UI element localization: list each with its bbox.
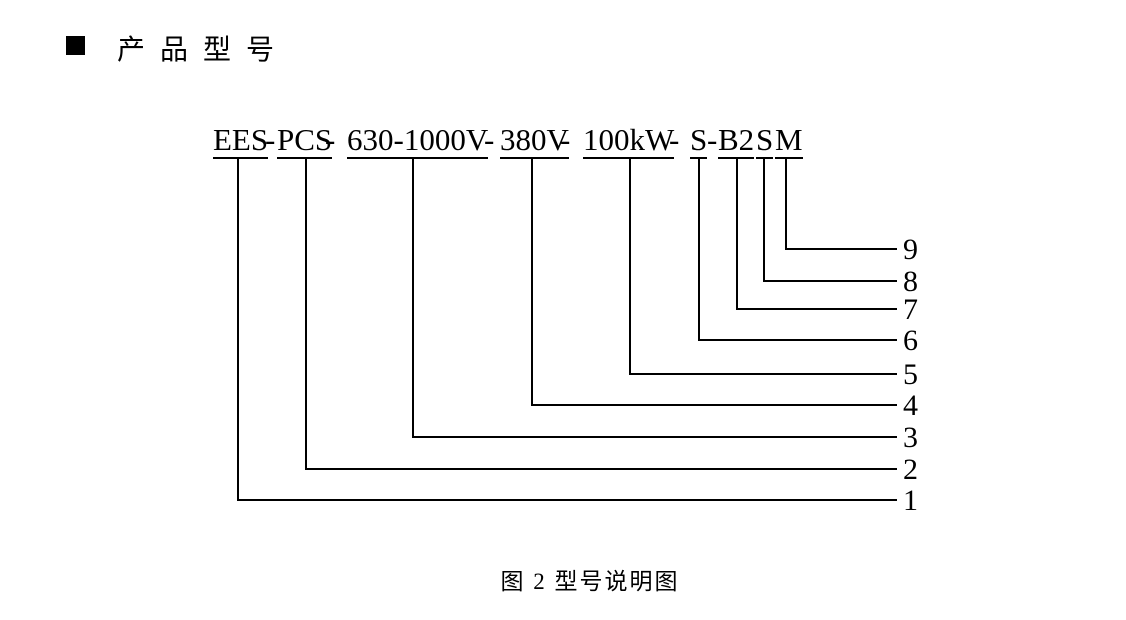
model-segment-ees: EES [213, 122, 269, 159]
callout-line-3 [412, 158, 897, 438]
callout-number: 4 [903, 389, 918, 422]
callout-line-6 [698, 158, 897, 341]
model-separator: - [265, 122, 276, 157]
section-header: 产品型号 [0, 0, 1126, 70]
callout-line-8 [763, 158, 897, 282]
callout-number: 7 [903, 293, 918, 326]
callout-line-7 [736, 158, 897, 310]
callout-line-1 [237, 158, 897, 501]
model-separator: - [325, 122, 336, 157]
callout-number: 9 [903, 233, 918, 266]
model-separator: - [707, 122, 718, 157]
callout-line-2 [305, 158, 897, 470]
callout-number: 8 [903, 265, 918, 298]
model-segment-m: M [775, 122, 803, 159]
model-separator: - [669, 122, 680, 157]
callout-number: 1 [903, 484, 918, 517]
model-segment-380v: 380V [500, 122, 569, 159]
callout-number: 5 [903, 358, 918, 391]
callout-number: 6 [903, 324, 918, 357]
callout-line-9 [785, 158, 897, 250]
callout-number: 3 [903, 421, 918, 454]
callout-line-4 [531, 158, 897, 406]
model-separator: - [560, 122, 571, 157]
callout-line-5 [629, 158, 897, 375]
model-segment-630-1000v: 630-1000V [347, 122, 489, 159]
section-title: 产品型号 [117, 35, 290, 66]
callout-number: 2 [903, 453, 918, 486]
section-bullet-icon [66, 36, 85, 55]
model-segment-pcs: PCS [277, 122, 333, 159]
model-separator: - [484, 122, 495, 157]
figure-caption: 图 2 型号说明图 [500, 569, 680, 594]
model-segment-100kw: 100kW [583, 122, 675, 159]
